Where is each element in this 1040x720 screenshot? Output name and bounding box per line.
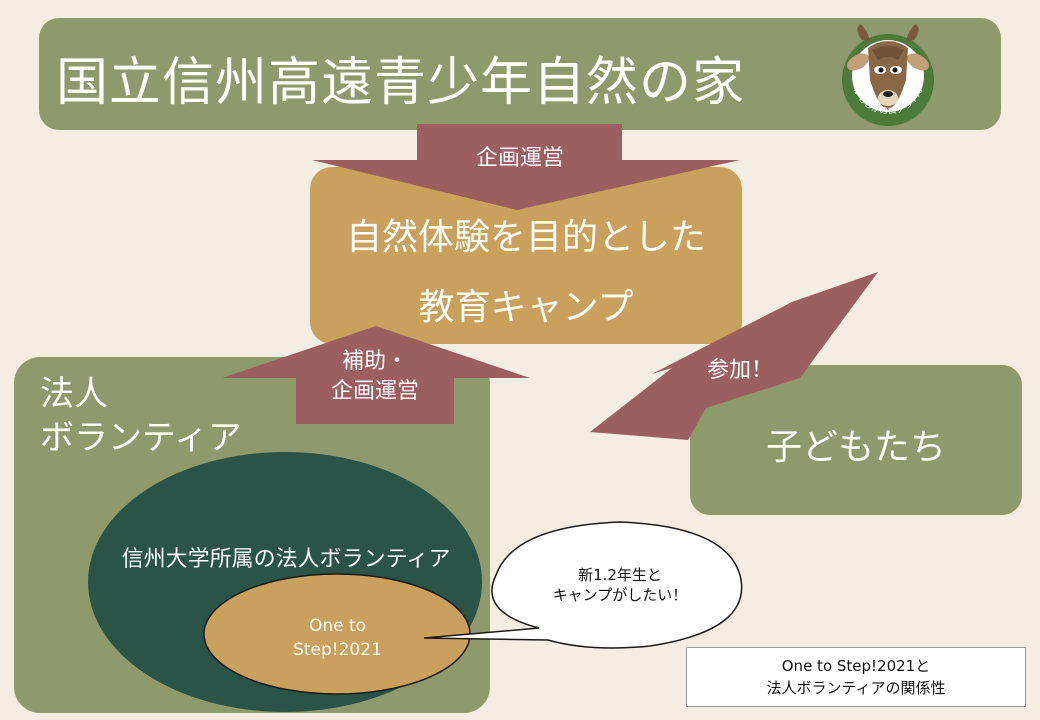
speech-bubble bbox=[423, 521, 743, 649]
arrow-top-label: 企画運営 bbox=[475, 146, 564, 171]
caption-line1: One to Step!2021と bbox=[781, 657, 931, 675]
arrow-right-diagonal bbox=[590, 272, 878, 440]
arrow-left-up bbox=[222, 326, 530, 424]
mascot-pupil-left bbox=[878, 67, 884, 73]
mascot-fur bbox=[872, 46, 904, 60]
kids-label: 子どもたち bbox=[765, 427, 946, 468]
mascot-ear-left bbox=[847, 53, 869, 71]
speech-bubble-text: 新1.2年生と キャンプがしたい！ bbox=[500, 565, 740, 605]
mascot-pupil-right bbox=[892, 67, 898, 73]
page-title: 国立信州高遠青少年自然の家 bbox=[56, 53, 746, 113]
title-banner bbox=[39, 18, 1001, 130]
one-to-step-line1: One to bbox=[308, 616, 367, 636]
caption-box: One to Step!2021と 法人ボランティアの関係性 bbox=[686, 647, 1026, 707]
one-to-step-line2: Step!2021 bbox=[293, 640, 382, 660]
volunteer-label-line1: 法人 bbox=[40, 374, 108, 414]
mascot-horn-left bbox=[857, 24, 870, 42]
arrow-left-label-line1: 補助・ bbox=[341, 349, 408, 374]
arrow-right-label: 参加！ bbox=[706, 358, 773, 383]
speech-bubble-line2: キャンプがしたい！ bbox=[552, 586, 688, 604]
volunteer-label-line2: ボランティア bbox=[40, 418, 242, 458]
caption-line2: 法人ボランティアの関係性 bbox=[766, 679, 946, 697]
mascot-logo: かもしかのログちゃん bbox=[842, 24, 934, 126]
volunteer-label: 法人 ボランティア bbox=[40, 372, 242, 460]
mascot-nose bbox=[883, 91, 893, 97]
arrow-top-down bbox=[312, 124, 740, 210]
arrow-left-label-line2: 企画運営 bbox=[330, 379, 419, 404]
camp-title-line1: 自然体験を目的とした bbox=[345, 217, 706, 258]
speech-bubble-line1: 新1.2年生と bbox=[578, 566, 662, 584]
arrow-left-label: 補助・ 企画運営 bbox=[300, 347, 450, 407]
shinshu-volunteer-label: 信州大学所属の法人ボランティア bbox=[121, 547, 451, 572]
camp-title-line2: 教育キャンプ bbox=[418, 287, 634, 328]
mascot-ear-right bbox=[907, 53, 929, 71]
mascot-horn-right bbox=[906, 24, 919, 42]
one-to-step-label: One to Step!2021 bbox=[205, 614, 470, 662]
